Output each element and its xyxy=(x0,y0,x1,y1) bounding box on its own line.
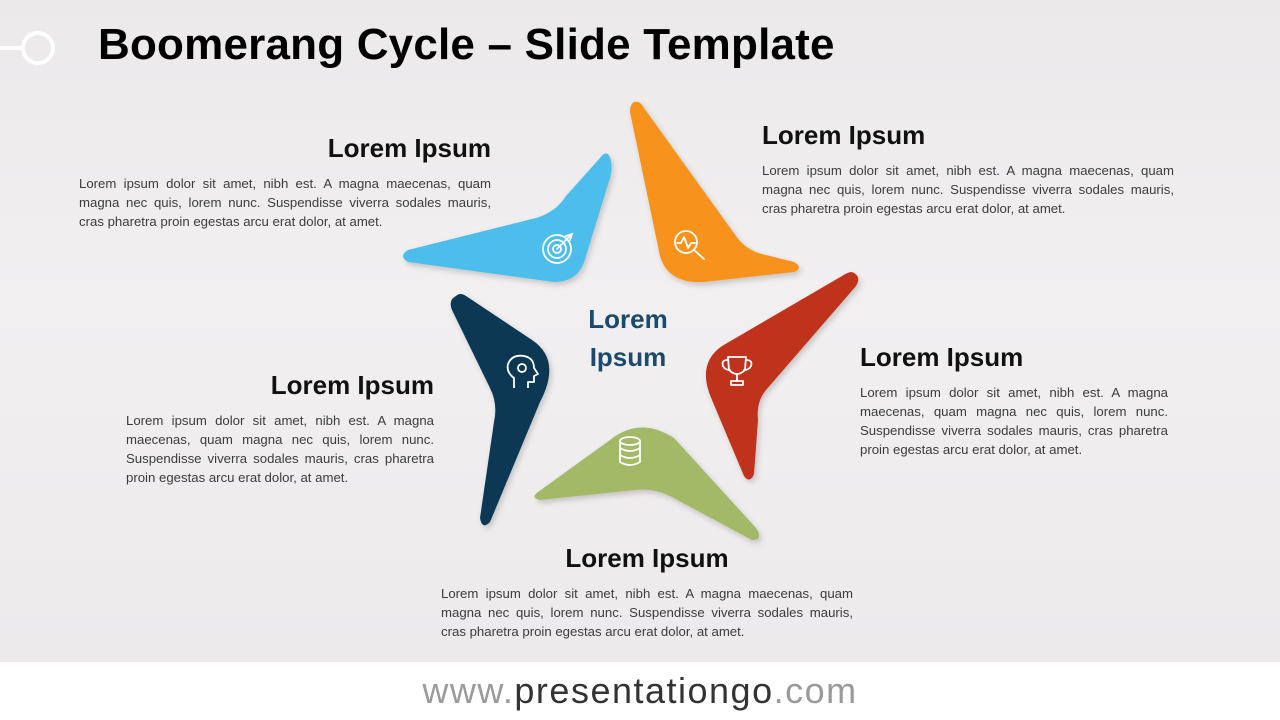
boomerang-segment-red xyxy=(705,272,859,480)
footer-url[interactable]: www.presentationgo.com xyxy=(0,662,1280,720)
boomerang-segment-blue xyxy=(403,153,612,282)
footer-brand: presentationgo xyxy=(514,670,774,711)
database-icon xyxy=(619,436,641,466)
boomerang-segment-navy xyxy=(450,294,550,526)
block-body: Lorem ipsum dolor sit amet, nibh est. A … xyxy=(441,586,853,639)
block-heading: Lorem Ipsum xyxy=(860,342,1024,372)
text-block-bottom: Lorem Ipsum Lorem ipsum dolor sit amet, … xyxy=(441,543,853,641)
text-block-mid-right: Lorem Ipsum Lorem ipsum dolor sit amet, … xyxy=(860,342,1168,459)
center-label-line2: Ipsum xyxy=(589,342,667,372)
block-body: Lorem ipsum dolor sit amet, nibh est. A … xyxy=(860,385,1168,457)
text-block-mid-left: Lorem Ipsum Lorem ipsum dolor sit amet, … xyxy=(126,370,434,487)
text-block-top-left: Lorem Ipsum Lorem ipsum dolor sit amet, … xyxy=(79,133,491,231)
pulse-search-icon xyxy=(674,230,705,260)
block-heading: Lorem Ipsum xyxy=(327,133,491,163)
block-heading: Lorem Ipsum xyxy=(565,543,729,573)
footer-prefix: www. xyxy=(422,670,515,711)
block-body: Lorem ipsum dolor sit amet, nibh est. A … xyxy=(126,413,434,485)
slide-title: Boomerang Cycle – Slide Template xyxy=(98,20,835,69)
boomerang-segment-green xyxy=(534,427,760,540)
target-icon xyxy=(542,232,574,264)
center-label: Lorem Ipsum xyxy=(548,300,708,376)
title-pin-icon xyxy=(0,31,55,65)
footer-suffix: .com xyxy=(773,670,858,711)
block-body: Lorem ipsum dolor sit amet, nibh est. A … xyxy=(762,163,1174,216)
center-label-line1: Lorem xyxy=(588,304,668,334)
block-heading: Lorem Ipsum xyxy=(762,120,926,150)
boomerang-cycle-diagram xyxy=(403,101,859,540)
slide-canvas: Boomerang Cycle – Slide Template xyxy=(0,0,1280,662)
trophy-icon xyxy=(721,356,753,386)
block-heading: Lorem Ipsum xyxy=(270,370,434,400)
boomerang-segment-orange xyxy=(630,101,799,283)
text-block-top-right: Lorem Ipsum Lorem ipsum dolor sit amet, … xyxy=(762,120,1174,218)
block-body: Lorem ipsum dolor sit amet, nibh est. A … xyxy=(79,176,491,229)
head-idea-icon xyxy=(506,354,539,388)
